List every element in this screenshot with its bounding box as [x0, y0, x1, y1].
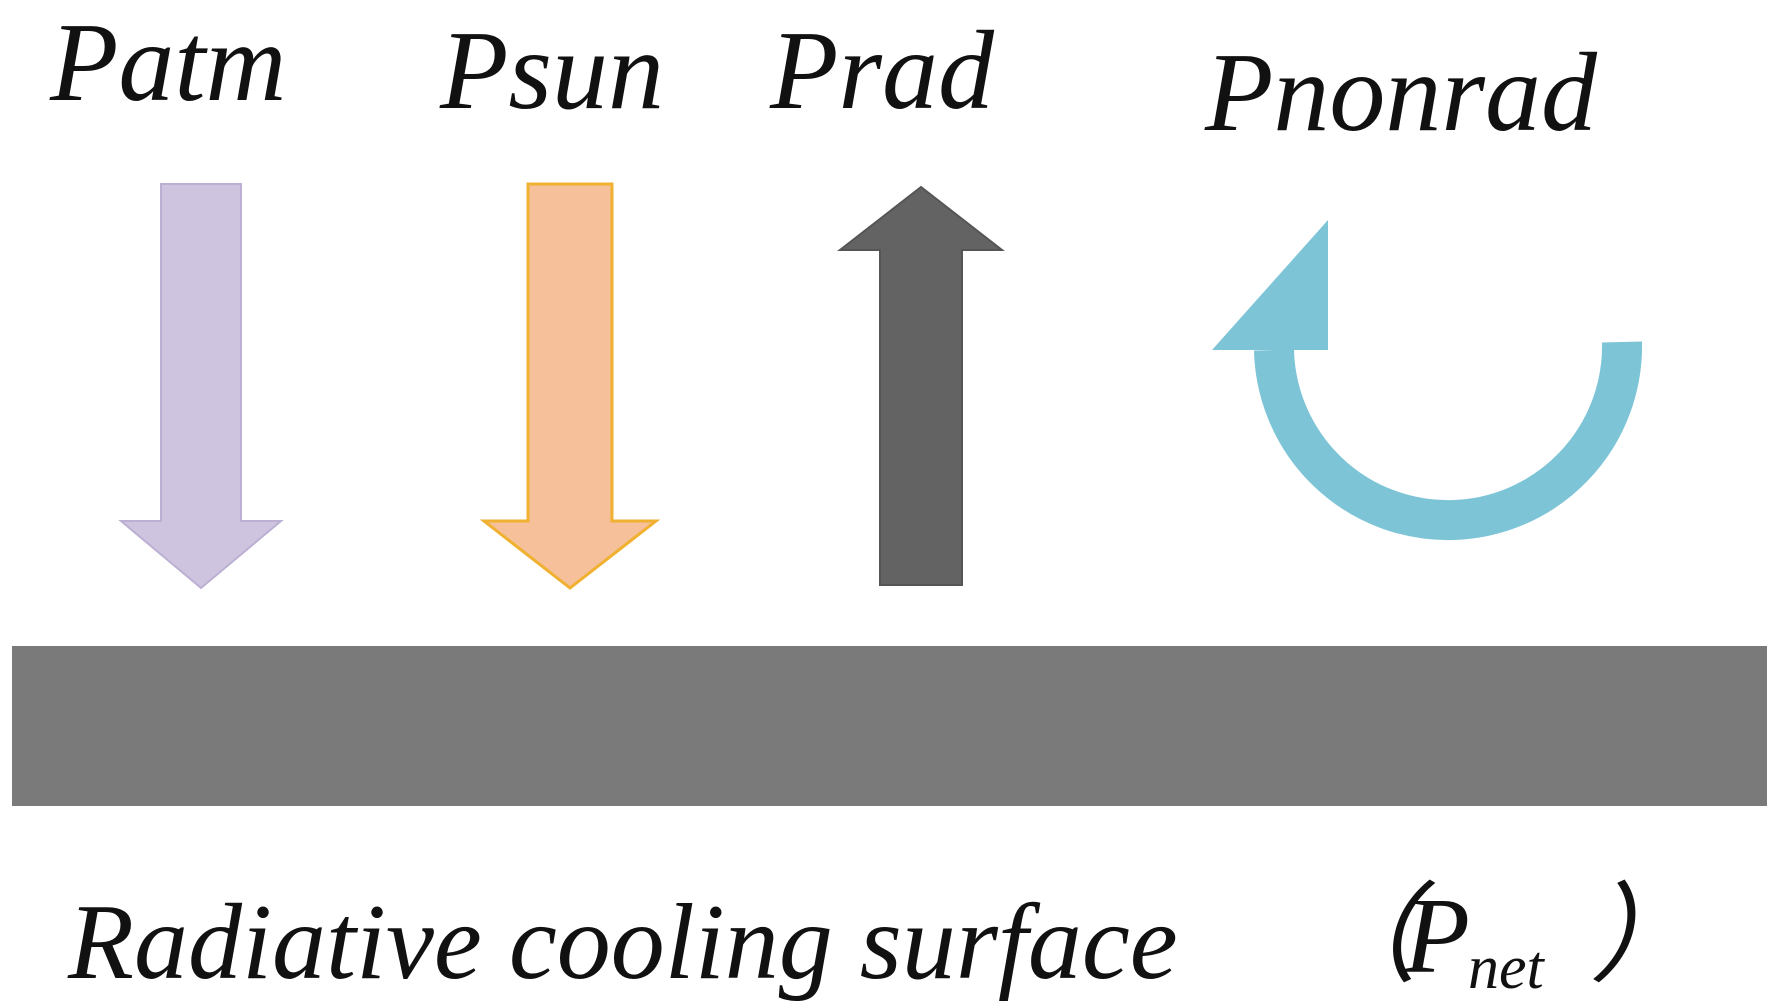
rad-arrow-icon [837, 185, 1005, 586]
label-pnonrad: Pnonrad [1204, 31, 1598, 155]
label-prad: Prad [769, 9, 995, 133]
net-power-paren-open: （ [1310, 877, 1436, 996]
net-power-paren-close: ） [1590, 877, 1698, 996]
label-psun: Psun [439, 9, 664, 133]
atm-arrow-icon [118, 183, 284, 590]
cooling-surface-bar [12, 646, 1767, 806]
net-power-subscript: net [1468, 934, 1546, 1002]
surface-caption: Radiative cooling surface [67, 883, 1178, 1002]
nonrad-circular-arrow-icon [1212, 220, 1643, 540]
net-power-symbol: P [1403, 877, 1470, 996]
sun-arrow-icon [479, 182, 661, 590]
label-patm: Patm [49, 1, 286, 125]
surface-caption-main: Radiative cooling surface [67, 883, 1178, 1002]
